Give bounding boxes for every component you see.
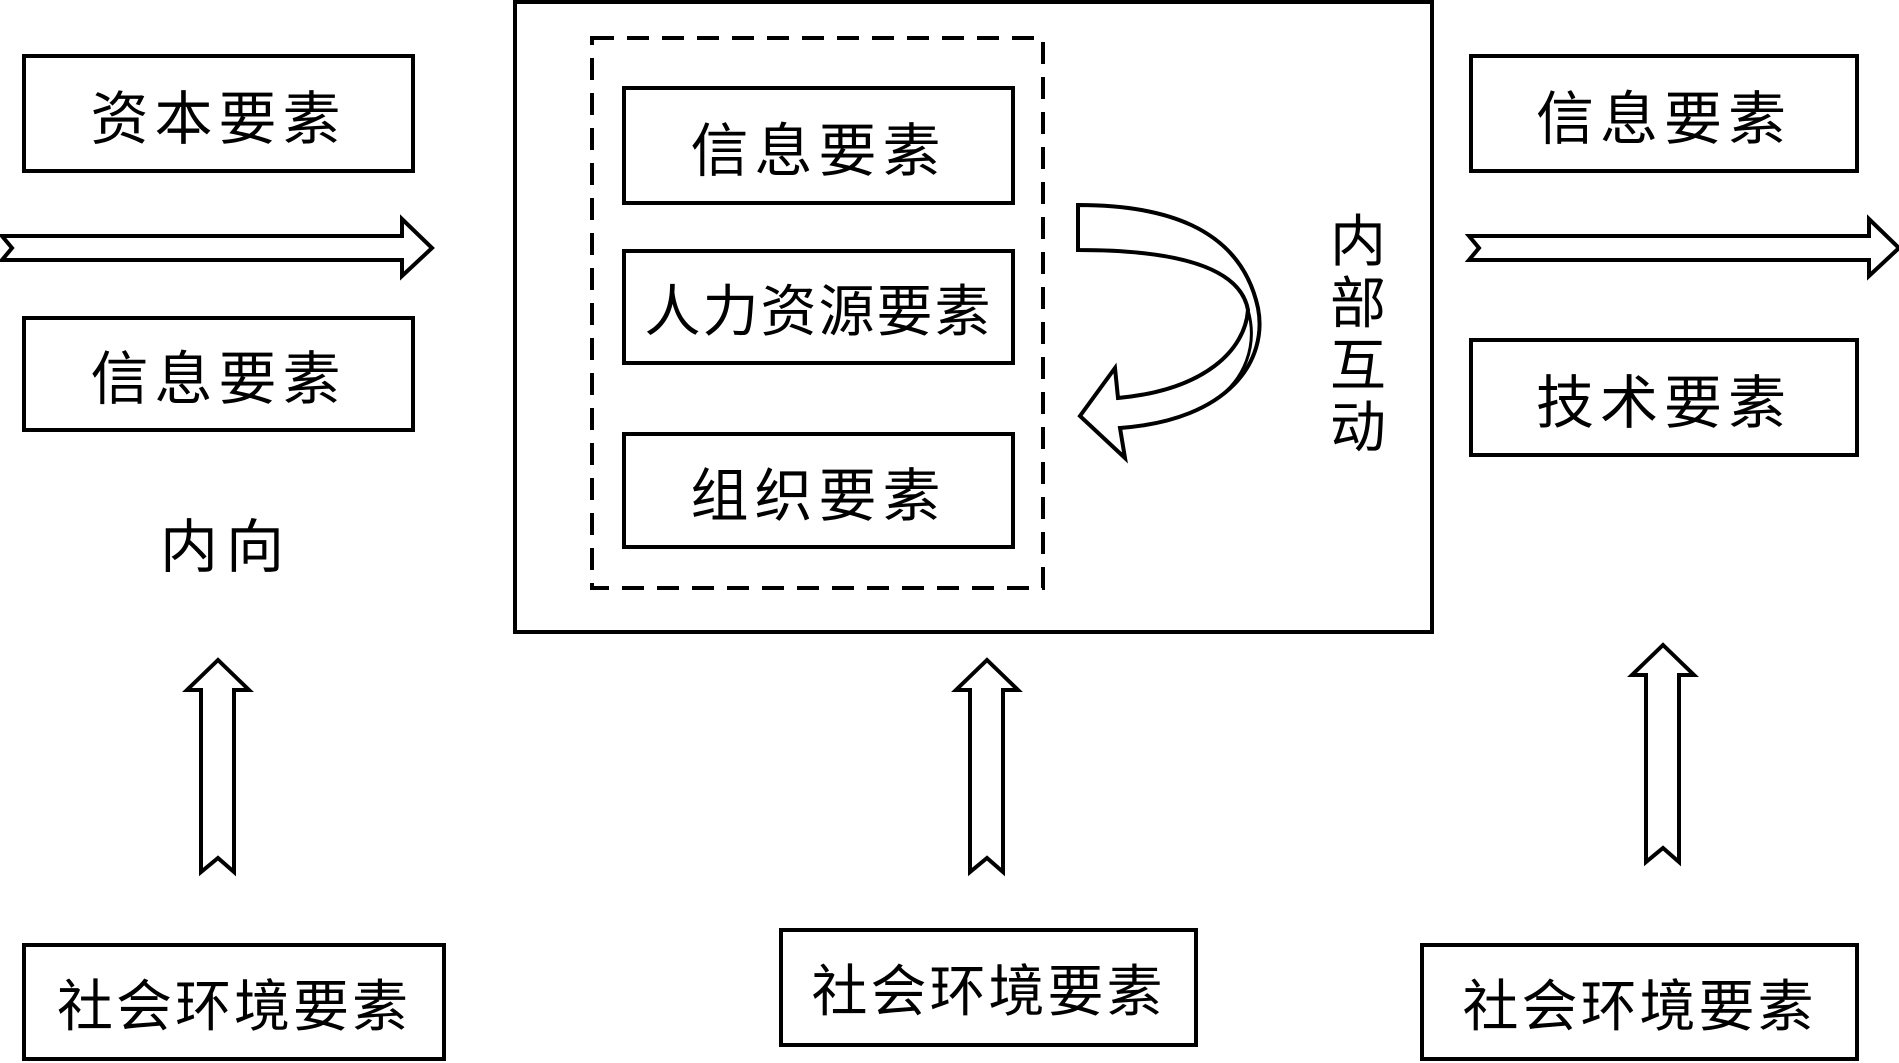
- core-elements-frame: [590, 36, 1045, 590]
- core-information-element-label: 信息要素: [690, 116, 947, 185]
- env-arrow-center: [951, 657, 1023, 877]
- input-information-element-label: 信息要素: [90, 345, 347, 413]
- technology-element-box: 技术要素: [1469, 338, 1859, 457]
- human-resources-element-label: 人力资源要素: [644, 279, 993, 345]
- env-element-box-center: 社会环境要素: [779, 928, 1198, 1047]
- internal-interaction-label: 内 部 互 动: [1328, 212, 1388, 460]
- env-element-label-right: 社会环境要素: [1462, 974, 1817, 1040]
- input-arrow: [0, 214, 435, 281]
- capital-element-label: 资本要素: [90, 84, 347, 153]
- interaction-char: 互: [1330, 334, 1386, 399]
- inward-label: 内向: [160, 513, 293, 581]
- interaction-char: 内: [1330, 210, 1386, 275]
- input-information-element-box: 信息要素: [22, 316, 415, 432]
- output-information-element-label: 信息要素: [1535, 84, 1792, 153]
- env-element-box-left: 社会环境要素: [22, 943, 446, 1061]
- output-arrow: [1464, 214, 1899, 281]
- env-element-label-center: 社会环境要素: [811, 960, 1166, 1025]
- env-element-box-right: 社会环境要素: [1420, 943, 1859, 1061]
- system-box: [513, 0, 1434, 634]
- organization-element-label: 组织要素: [690, 461, 947, 530]
- core-information-element-box: 信息要素: [622, 86, 1015, 205]
- organization-element-box: 组织要素: [622, 432, 1015, 549]
- interaction-char: 动: [1330, 396, 1386, 461]
- env-arrow-right: [1627, 642, 1699, 867]
- env-arrow-left: [182, 657, 254, 877]
- capital-element-box: 资本要素: [22, 54, 415, 173]
- human-resources-element-box: 人力资源要素: [622, 249, 1015, 365]
- env-element-label-left: 社会环境要素: [57, 974, 411, 1040]
- interaction-char: 部: [1330, 272, 1386, 337]
- technology-element-label: 技术要素: [1535, 368, 1792, 437]
- output-information-element-box: 信息要素: [1469, 54, 1859, 173]
- interaction-arrow: [1076, 202, 1262, 464]
